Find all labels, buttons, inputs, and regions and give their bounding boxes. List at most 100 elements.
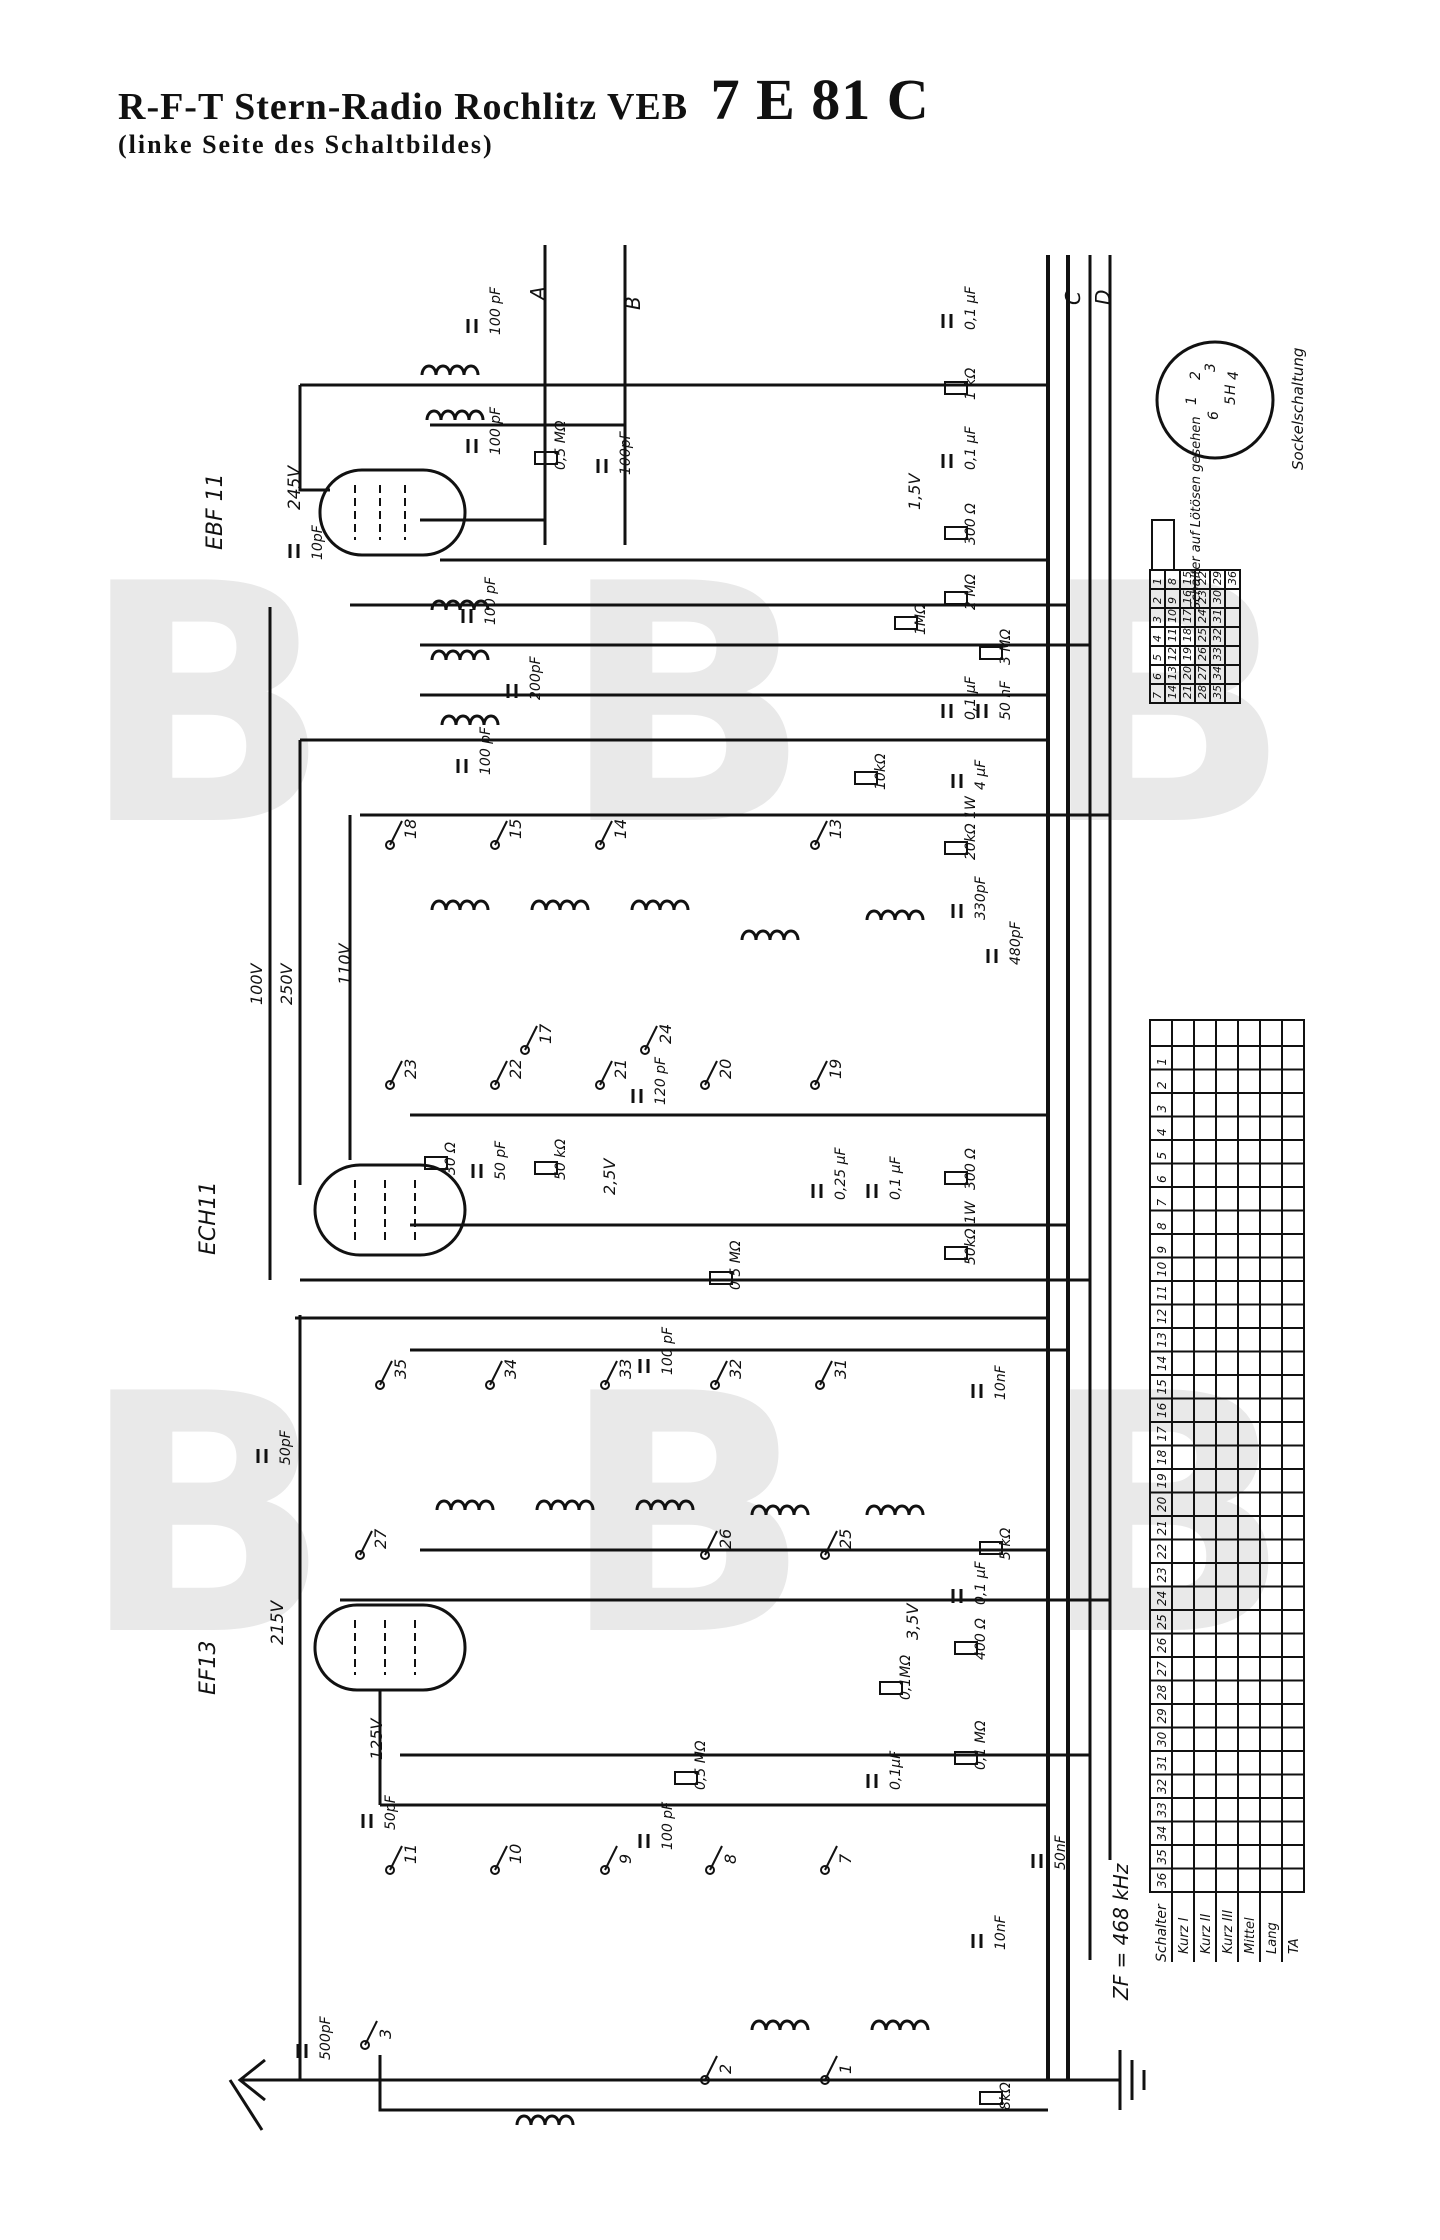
switch-contact: 34 (485, 1359, 520, 1390)
coil-inductor (425, 409, 485, 421)
grid-number: 29 (1211, 571, 1224, 585)
table-column-number: 1 (1155, 1058, 1169, 1066)
switch-contact: 21 (595, 1059, 630, 1090)
switch-contact: 7 (820, 1845, 855, 1875)
switch-blade (709, 1845, 723, 1871)
component-label: 50pF (278, 1429, 294, 1465)
component-label: 100 pF (660, 1801, 676, 1850)
switch-blade (704, 2055, 718, 2081)
coil-winding (870, 2019, 930, 2031)
switch-contact: 31 (815, 1359, 850, 1390)
switch-contact: 8 (705, 1845, 740, 1875)
contact-dot (700, 1080, 710, 1090)
coil-inductor (865, 1504, 925, 1516)
voltage-label: 100V (247, 962, 266, 1005)
component-label: 50 nF (998, 680, 1014, 720)
if-frequency-label: ZF = 468 kHz (1109, 1863, 1133, 2001)
switch-number: 22 (506, 1059, 525, 1079)
voltage-label: 2,5V (600, 1158, 619, 1195)
component: 0,5 MΩ (534, 420, 569, 470)
switch-blade (644, 1025, 658, 1051)
voltage-label: 3,5V (903, 1603, 922, 1640)
component-label: 100pF (618, 430, 634, 475)
component: 8kΩ (979, 2082, 1014, 2110)
contact-dot (490, 1865, 500, 1875)
table-column-number: 21 (1155, 1520, 1169, 1535)
contact-dot (485, 1380, 495, 1390)
component: 0,1 µF (951, 1560, 989, 1605)
socket-pin-label: 1 (1184, 396, 1200, 405)
component: 330pF (951, 875, 989, 920)
coil-inductor (535, 1499, 595, 1511)
bus-label: D (1091, 290, 1115, 305)
grid-number: 15 (1181, 571, 1194, 585)
component-label: 300 Ω (963, 1148, 979, 1190)
table-row-label: Kurz I (1177, 1917, 1192, 1954)
switch-number: 10 (506, 1844, 525, 1864)
switch-contact: 14 (595, 819, 630, 850)
watermark-letter: B (560, 514, 812, 898)
table-column-number: 5 (1155, 1152, 1169, 1160)
component-label: 50nF (1053, 1834, 1069, 1870)
component-label: 1MΩ (913, 603, 929, 635)
component-label: 2 MΩ (963, 574, 979, 610)
component-label: 20kΩ 1W (963, 795, 979, 860)
grid-number: 18 (1181, 628, 1194, 642)
component: 100 pF (461, 576, 499, 625)
switch-contact: 23 (385, 1059, 420, 1090)
component-label: 30 Ω (443, 1142, 459, 1175)
contact-dot (490, 840, 500, 850)
component-label: 10pF (310, 524, 326, 560)
socket-pin-label: 5 (1223, 396, 1239, 405)
switch-blade (494, 820, 508, 846)
tube-label: EBF 11 (203, 473, 228, 550)
switch-contact: 9 (600, 1845, 635, 1875)
component-label: 10nF (993, 1914, 1009, 1950)
resistor-symbol (879, 1681, 903, 1695)
switch-number: 1 (836, 2064, 855, 2074)
coil-inductor (430, 599, 490, 611)
grid-number: 10 (1166, 609, 1179, 623)
component-label: 0,5 MΩ (728, 1240, 744, 1290)
socket-pin-label: 2 (1188, 371, 1204, 380)
grid-number: 19 (1181, 647, 1194, 661)
component-label: 10nF (993, 1364, 1009, 1400)
table-row-label: Kurz II (1199, 1913, 1214, 1954)
switch-number: 21 (611, 1059, 630, 1079)
component: 0,1 µF (866, 1155, 904, 1200)
switch-number: 7 (836, 1853, 855, 1864)
coil-winding (865, 1504, 925, 1516)
coil-winding (740, 929, 800, 941)
switch-blade (364, 2020, 378, 2046)
contact-dot (595, 1080, 605, 1090)
table-column-number: 17 (1155, 1426, 1169, 1442)
grid-number: 12 (1166, 647, 1179, 661)
contact-dot (700, 1550, 710, 1560)
grid-number: 34 (1211, 666, 1224, 680)
socket-pin-label: 4 (1226, 371, 1242, 380)
antenna-icon (228, 2058, 268, 2131)
coil-inductor (750, 2019, 810, 2031)
grid-number: 32 (1211, 628, 1224, 642)
switch-contact: 26 (700, 1529, 735, 1560)
component-label: 50kΩ 1W (963, 1200, 979, 1265)
component-label: 330pF (973, 875, 989, 920)
page-title: R-F-T Stern-Radio Rochlitz VEB 7 E 81 C (118, 66, 930, 133)
component: 10pF (288, 524, 326, 560)
component: 1MΩ (894, 603, 929, 635)
table-row-label: Mittel (1243, 1917, 1258, 1954)
switch-blade (389, 820, 403, 846)
coil-winding (430, 899, 490, 911)
switch-contact: 18 (385, 819, 420, 850)
table-column-number: 8 (1155, 1222, 1169, 1230)
coil-winding (865, 909, 925, 921)
component-label: 0,1 MΩ (973, 1720, 989, 1770)
coil-inductor (635, 1499, 695, 1511)
component-label: 10kΩ (873, 753, 889, 790)
bus-label: A (526, 286, 550, 302)
table-column-number: 36 (1155, 1872, 1169, 1888)
contact-dot (810, 1080, 820, 1090)
switch-number: 20 (716, 1059, 735, 1079)
